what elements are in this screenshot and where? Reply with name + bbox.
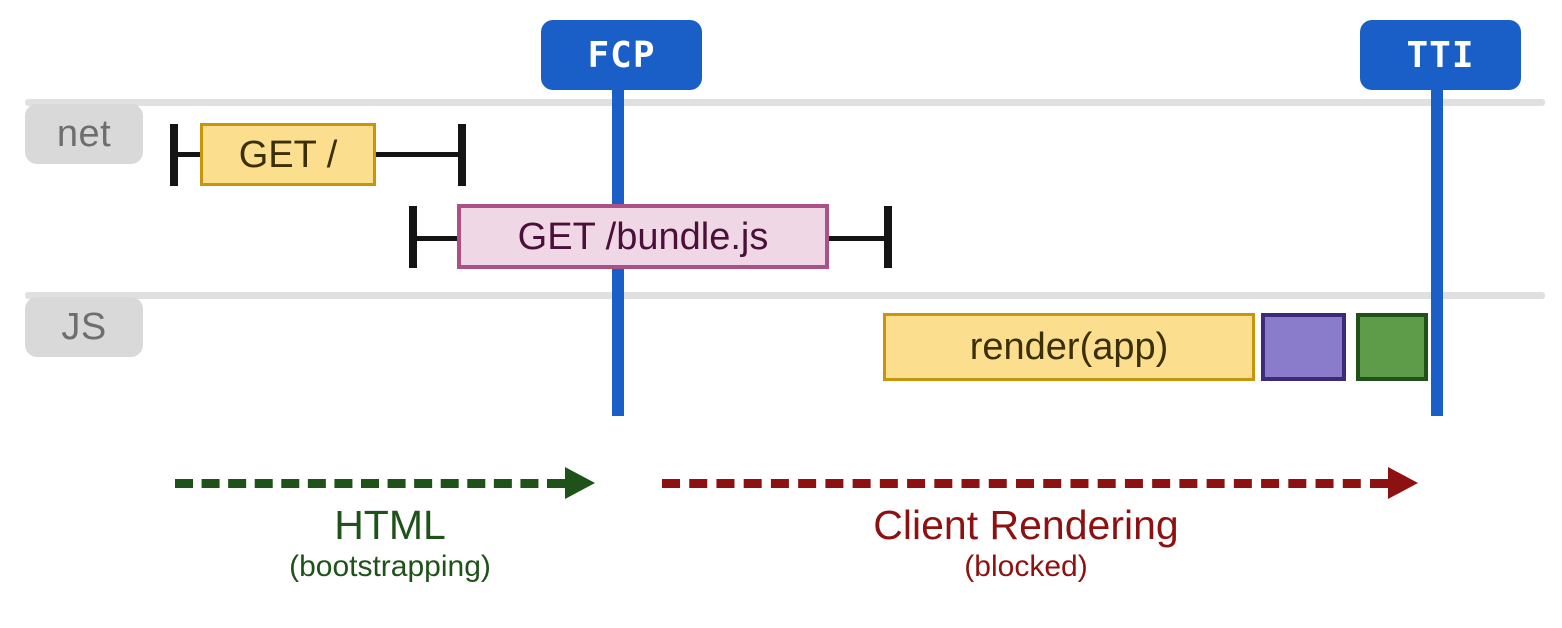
tti-badge-label: TTI: [1406, 34, 1475, 76]
tti-marker-line: [1431, 86, 1443, 416]
bar-get-root-label: GET /: [238, 133, 338, 176]
html-phase-subtitle: (bootstrapping): [289, 550, 491, 584]
lane-label-js: JS: [61, 306, 107, 348]
html-phase-title: HTML: [334, 502, 446, 548]
lane-rule-net: [25, 99, 1545, 106]
get-root-whisker-cap-start: [170, 124, 178, 186]
html-phase-label: HTML (bootstrapping): [190, 502, 590, 584]
client-rendering-arrow-line: [662, 479, 1388, 488]
bar-task-green[interactable]: [1356, 313, 1428, 381]
bar-render-app[interactable]: render(app): [883, 313, 1255, 381]
bar-get-bundle-label: GET /bundle.js: [517, 215, 769, 258]
lane-label-net: net: [56, 113, 112, 155]
lane-rule-js: [25, 292, 1545, 299]
fcp-badge[interactable]: FCP: [541, 20, 702, 90]
client-rendering-title: Client Rendering: [873, 502, 1179, 548]
fcp-badge-label: FCP: [587, 34, 656, 76]
lane-badge-js: JS: [25, 297, 143, 357]
bar-get-bundle[interactable]: GET /bundle.js: [457, 204, 829, 269]
get-root-whisker-cap-end: [458, 124, 466, 186]
html-phase-arrow-line: [175, 479, 565, 488]
bar-get-root[interactable]: GET /: [200, 123, 376, 186]
lane-badge-net: net: [25, 104, 143, 164]
client-rendering-label: Client Rendering (blocked): [826, 502, 1226, 584]
bar-task-purple[interactable]: [1261, 313, 1346, 381]
client-rendering-arrow-head-icon: [1388, 467, 1418, 499]
html-phase-arrow-head-icon: [565, 467, 595, 499]
get-bundle-whisker-cap-start: [409, 206, 417, 268]
tti-badge[interactable]: TTI: [1360, 20, 1521, 90]
get-bundle-whisker-cap-end: [884, 206, 892, 268]
client-rendering-subtitle: (blocked): [964, 550, 1088, 584]
bar-render-app-label: render(app): [969, 326, 1169, 368]
